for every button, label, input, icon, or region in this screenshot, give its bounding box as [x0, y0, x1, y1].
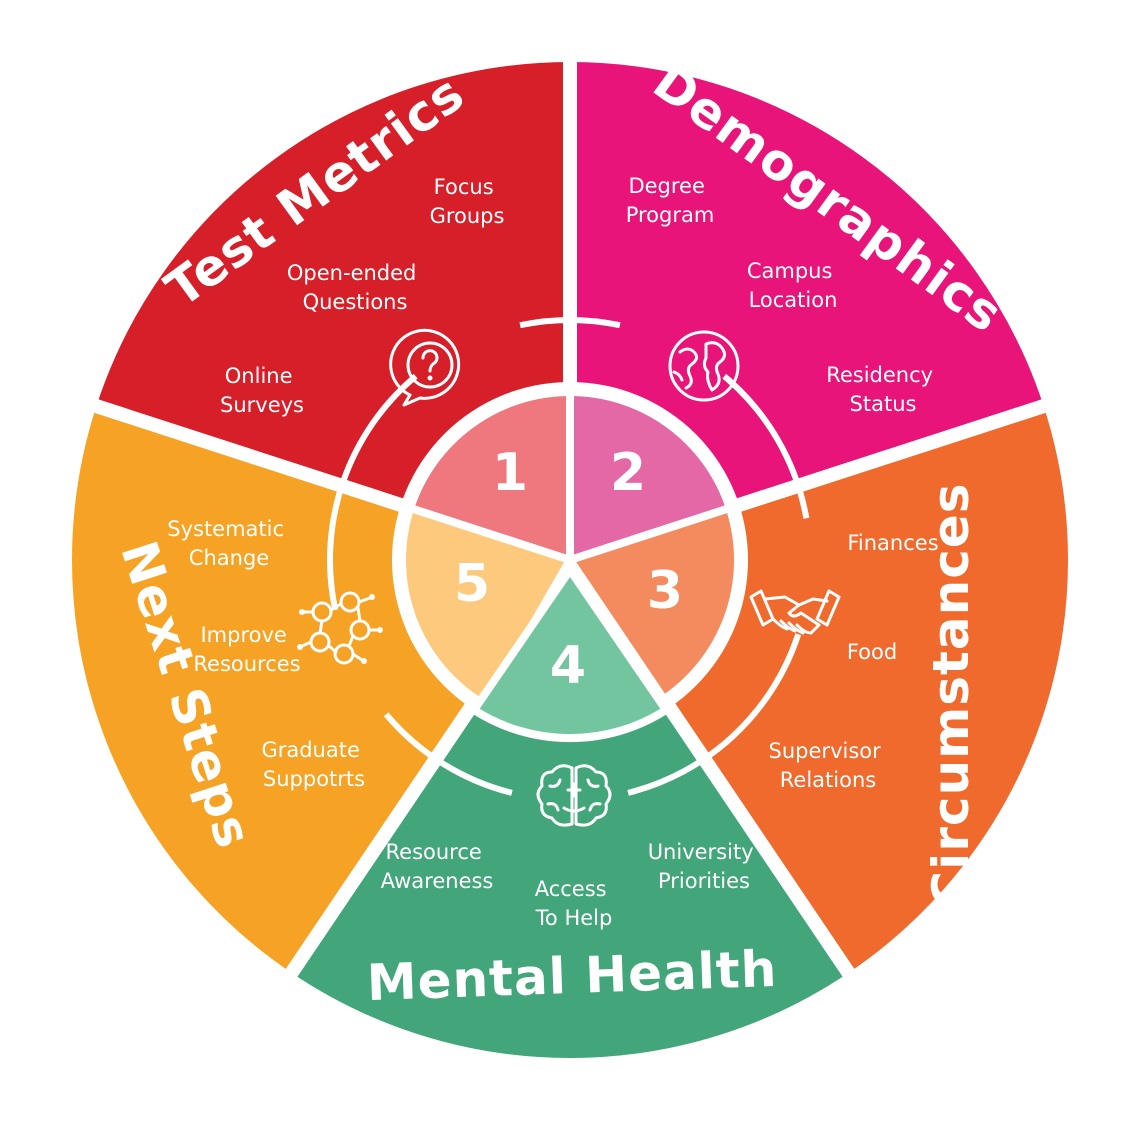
inner-wedge-5 — [398, 503, 576, 711]
segment-circumstances: Circumstances Finances Food Supervisor R… — [749, 482, 980, 908]
network-people-icon — [297, 591, 383, 665]
segment-item: Systematic Change — [167, 517, 290, 570]
segment-number-5: 5 — [454, 554, 490, 614]
segment-item: Food — [847, 640, 897, 664]
inner-numbers: 1 2 3 4 5 — [454, 443, 683, 696]
inner-circle — [392, 382, 748, 743]
segment-item: Degree Program — [626, 174, 715, 227]
brain-icon — [536, 764, 612, 827]
segment-number-4: 4 — [550, 636, 586, 696]
segment-item: Focus Groups — [430, 175, 505, 228]
ring-arc — [627, 633, 802, 796]
segment-number-2: 2 — [610, 443, 646, 503]
segment-item: Supervisor Relations — [769, 739, 888, 792]
globe-icon — [668, 330, 740, 402]
inner-wedge-4-triangle — [468, 562, 672, 743]
inner-wedge-3 — [564, 503, 742, 711]
segment-title-circumstances: Circumstances — [922, 482, 980, 907]
segment-number-1: 1 — [492, 443, 528, 503]
question-bubble-icon — [389, 328, 461, 407]
segment-item: Open-ended Questions — [287, 261, 423, 314]
inner-ring — [327, 317, 810, 796]
handshake-icon — [749, 589, 841, 635]
segment-item: Graduate Suppotrts — [261, 738, 366, 791]
segment-item: Access To Help — [535, 877, 614, 930]
segment-item: Improve Resources — [193, 623, 300, 676]
segment-item: Online Surveys — [220, 364, 304, 417]
segment-item: University Priorities — [648, 840, 761, 893]
segment-item: Campus Location — [747, 259, 839, 312]
outer-wedge-4 — [277, 547, 863, 1072]
segment-item: Resource Awareness — [381, 840, 494, 893]
segment-mental-health: Mental Health Resource Awareness Access … — [366, 764, 778, 1012]
ring-arc — [722, 373, 810, 519]
segment-item: Residency Status — [826, 363, 940, 416]
ring-arc — [383, 712, 513, 796]
ring-arc — [519, 317, 621, 329]
ring-arc — [327, 373, 418, 611]
segment-title-mental-health: Mental Health — [366, 940, 778, 1012]
segment-item: Finances — [847, 531, 938, 555]
segment-number-3: 3 — [647, 561, 683, 621]
